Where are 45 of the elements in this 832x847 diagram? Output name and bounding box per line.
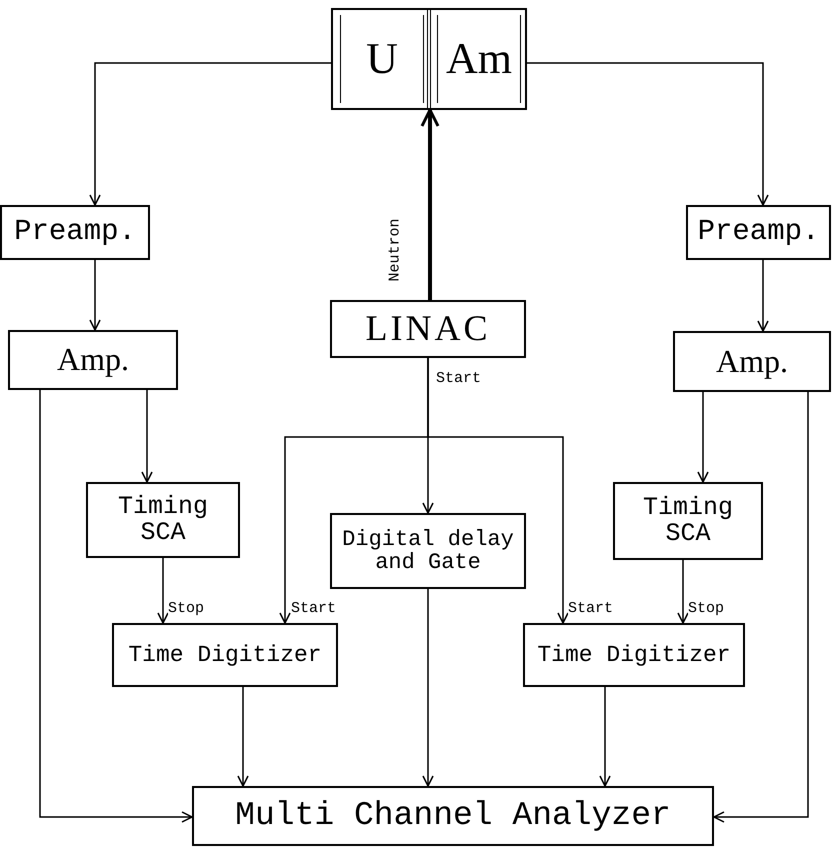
- arrow: [237, 687, 249, 787]
- arrow: [422, 589, 434, 787]
- node-label: Time Digitizer: [537, 642, 731, 668]
- arrow: [39, 390, 193, 823]
- arrow: [757, 260, 769, 332]
- arrow: [713, 392, 809, 823]
- edge-label: Stop: [688, 601, 724, 616]
- arrow: [89, 62, 331, 206]
- process-box: [673, 331, 831, 392]
- arrow: [697, 392, 709, 483]
- node-label: Multi Channel Analyzer: [235, 798, 671, 834]
- process-box: [112, 623, 338, 687]
- process-box: [86, 482, 240, 558]
- process-box: [192, 786, 714, 846]
- arrow: [527, 62, 769, 206]
- process-box: [686, 205, 831, 260]
- process-box: [330, 300, 526, 358]
- node-label: Digital delay and Gate: [341, 528, 515, 574]
- process-box: [8, 330, 178, 390]
- process-box: [0, 205, 150, 260]
- node-label: Preamp.: [698, 217, 820, 248]
- node-label: Timing SCA: [116, 494, 209, 546]
- arrow: [677, 560, 689, 624]
- node-label: Preamp.: [14, 217, 136, 248]
- sample-box: [340, 15, 424, 103]
- arrow: [599, 687, 611, 787]
- edge-label: Start: [568, 601, 614, 616]
- arrow: [157, 558, 169, 624]
- sample-box: [437, 15, 521, 103]
- target-box: [331, 8, 527, 110]
- process-box: [523, 623, 745, 687]
- arrow: [141, 390, 153, 483]
- node-label: Amp.: [57, 343, 129, 377]
- node-label: Am: [446, 36, 512, 82]
- process-box: [330, 513, 526, 589]
- arrow: [420, 108, 440, 300]
- node-label: Time Digitizer: [128, 642, 322, 668]
- arrow: [89, 260, 101, 331]
- process-box: [613, 482, 763, 560]
- arrow: [427, 358, 569, 624]
- node-label: Amp.: [716, 344, 788, 378]
- node-label: LINAC: [366, 310, 490, 348]
- node-label: U: [366, 36, 398, 82]
- node-label: Timing SCA: [642, 494, 734, 548]
- edge-label: Stop: [168, 601, 204, 616]
